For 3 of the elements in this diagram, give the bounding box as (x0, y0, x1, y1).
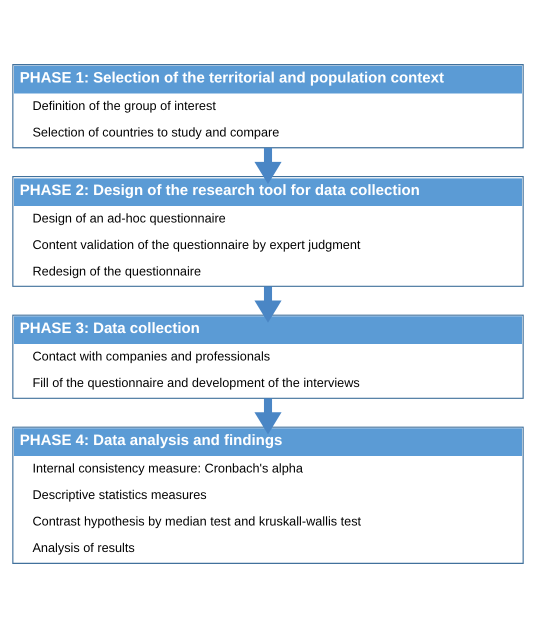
arrow (254, 286, 282, 323)
arrow (254, 148, 282, 184)
arrow (254, 398, 282, 434)
